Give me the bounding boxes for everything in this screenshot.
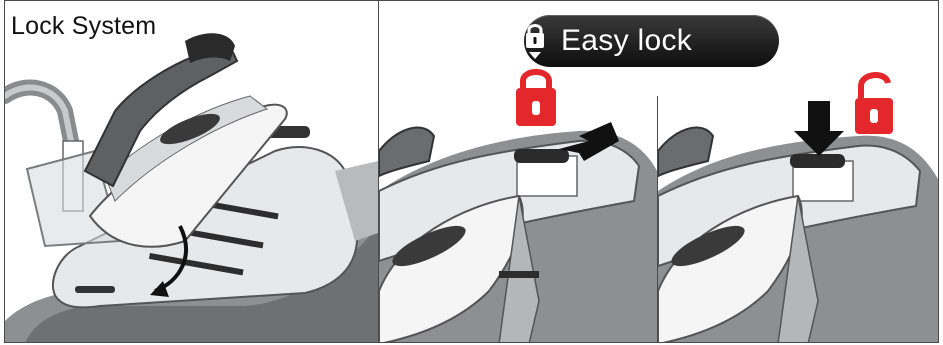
- padlock-open-icon: [855, 75, 893, 134]
- page-title: Lock System: [11, 12, 156, 41]
- padlock-closed-icon: [516, 72, 556, 126]
- easy-lock-label: Easy lock: [561, 24, 692, 58]
- panel-lock-system: Lock System: [5, 1, 378, 342]
- instruction-illustration: Lock System: [4, 0, 939, 343]
- lock-with-down-arrow-icon: [524, 23, 546, 61]
- easy-lock-banner: Easy lock: [524, 15, 779, 67]
